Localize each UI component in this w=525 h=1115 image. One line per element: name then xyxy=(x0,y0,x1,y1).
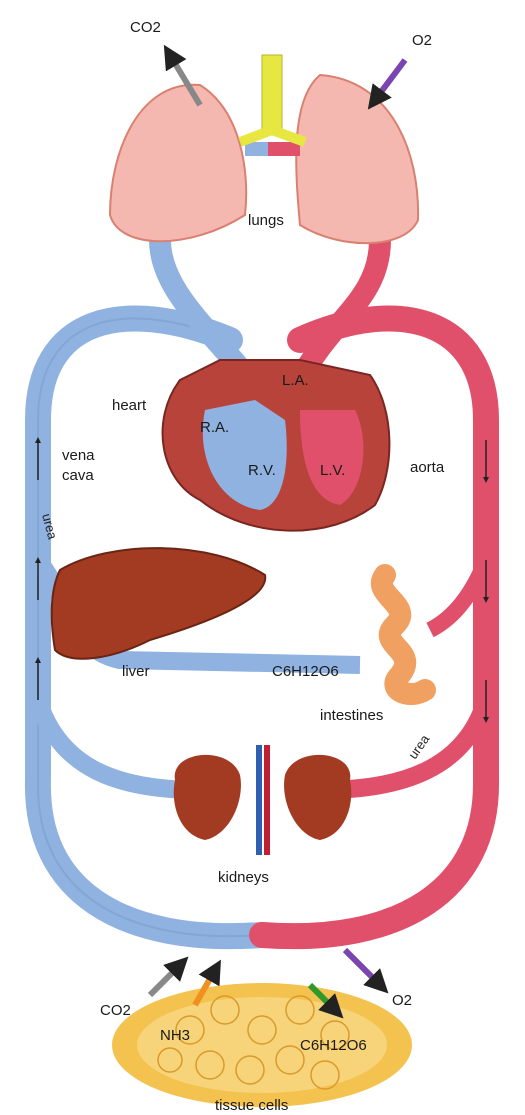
nh3-label: NH3 xyxy=(160,1027,190,1044)
kidneys xyxy=(174,745,352,855)
intestines xyxy=(382,575,425,694)
o2-top-label: O2 xyxy=(412,32,432,49)
liver-label: liver xyxy=(122,663,150,680)
la-label: L.A. xyxy=(282,372,309,389)
urea-right-label: urea xyxy=(405,731,433,762)
o2-bottom-label: O2 xyxy=(392,992,412,1009)
intestines-label: intestines xyxy=(320,707,383,724)
heart xyxy=(163,360,390,531)
glucose-mid-label: C6H12O6 xyxy=(272,663,339,680)
aorta-label: aorta xyxy=(410,459,445,476)
ra-label: R.A. xyxy=(200,419,229,436)
cava-label: cava xyxy=(62,467,94,484)
co2-bottom-label: CO2 xyxy=(100,1002,131,1019)
tissue-cells xyxy=(112,983,412,1107)
tissue-label: tissue cells xyxy=(215,1097,288,1114)
o2-in-arrow-top xyxy=(375,60,405,100)
lv-label: L.V. xyxy=(320,462,345,479)
co2-in-arrow-bottom xyxy=(150,965,180,995)
trachea xyxy=(240,55,305,142)
lungs-label: lungs xyxy=(248,212,284,229)
heart-label: heart xyxy=(112,397,147,414)
rv-label: R.V. xyxy=(248,462,276,479)
glucose-bottom-label: C6H12O6 xyxy=(300,1037,367,1054)
o2-out-arrow-bottom xyxy=(345,950,380,985)
kidneys-label: kidneys xyxy=(218,869,269,886)
liver xyxy=(52,548,266,659)
vena-label: vena xyxy=(62,447,95,464)
co2-top-label: CO2 xyxy=(130,19,161,36)
